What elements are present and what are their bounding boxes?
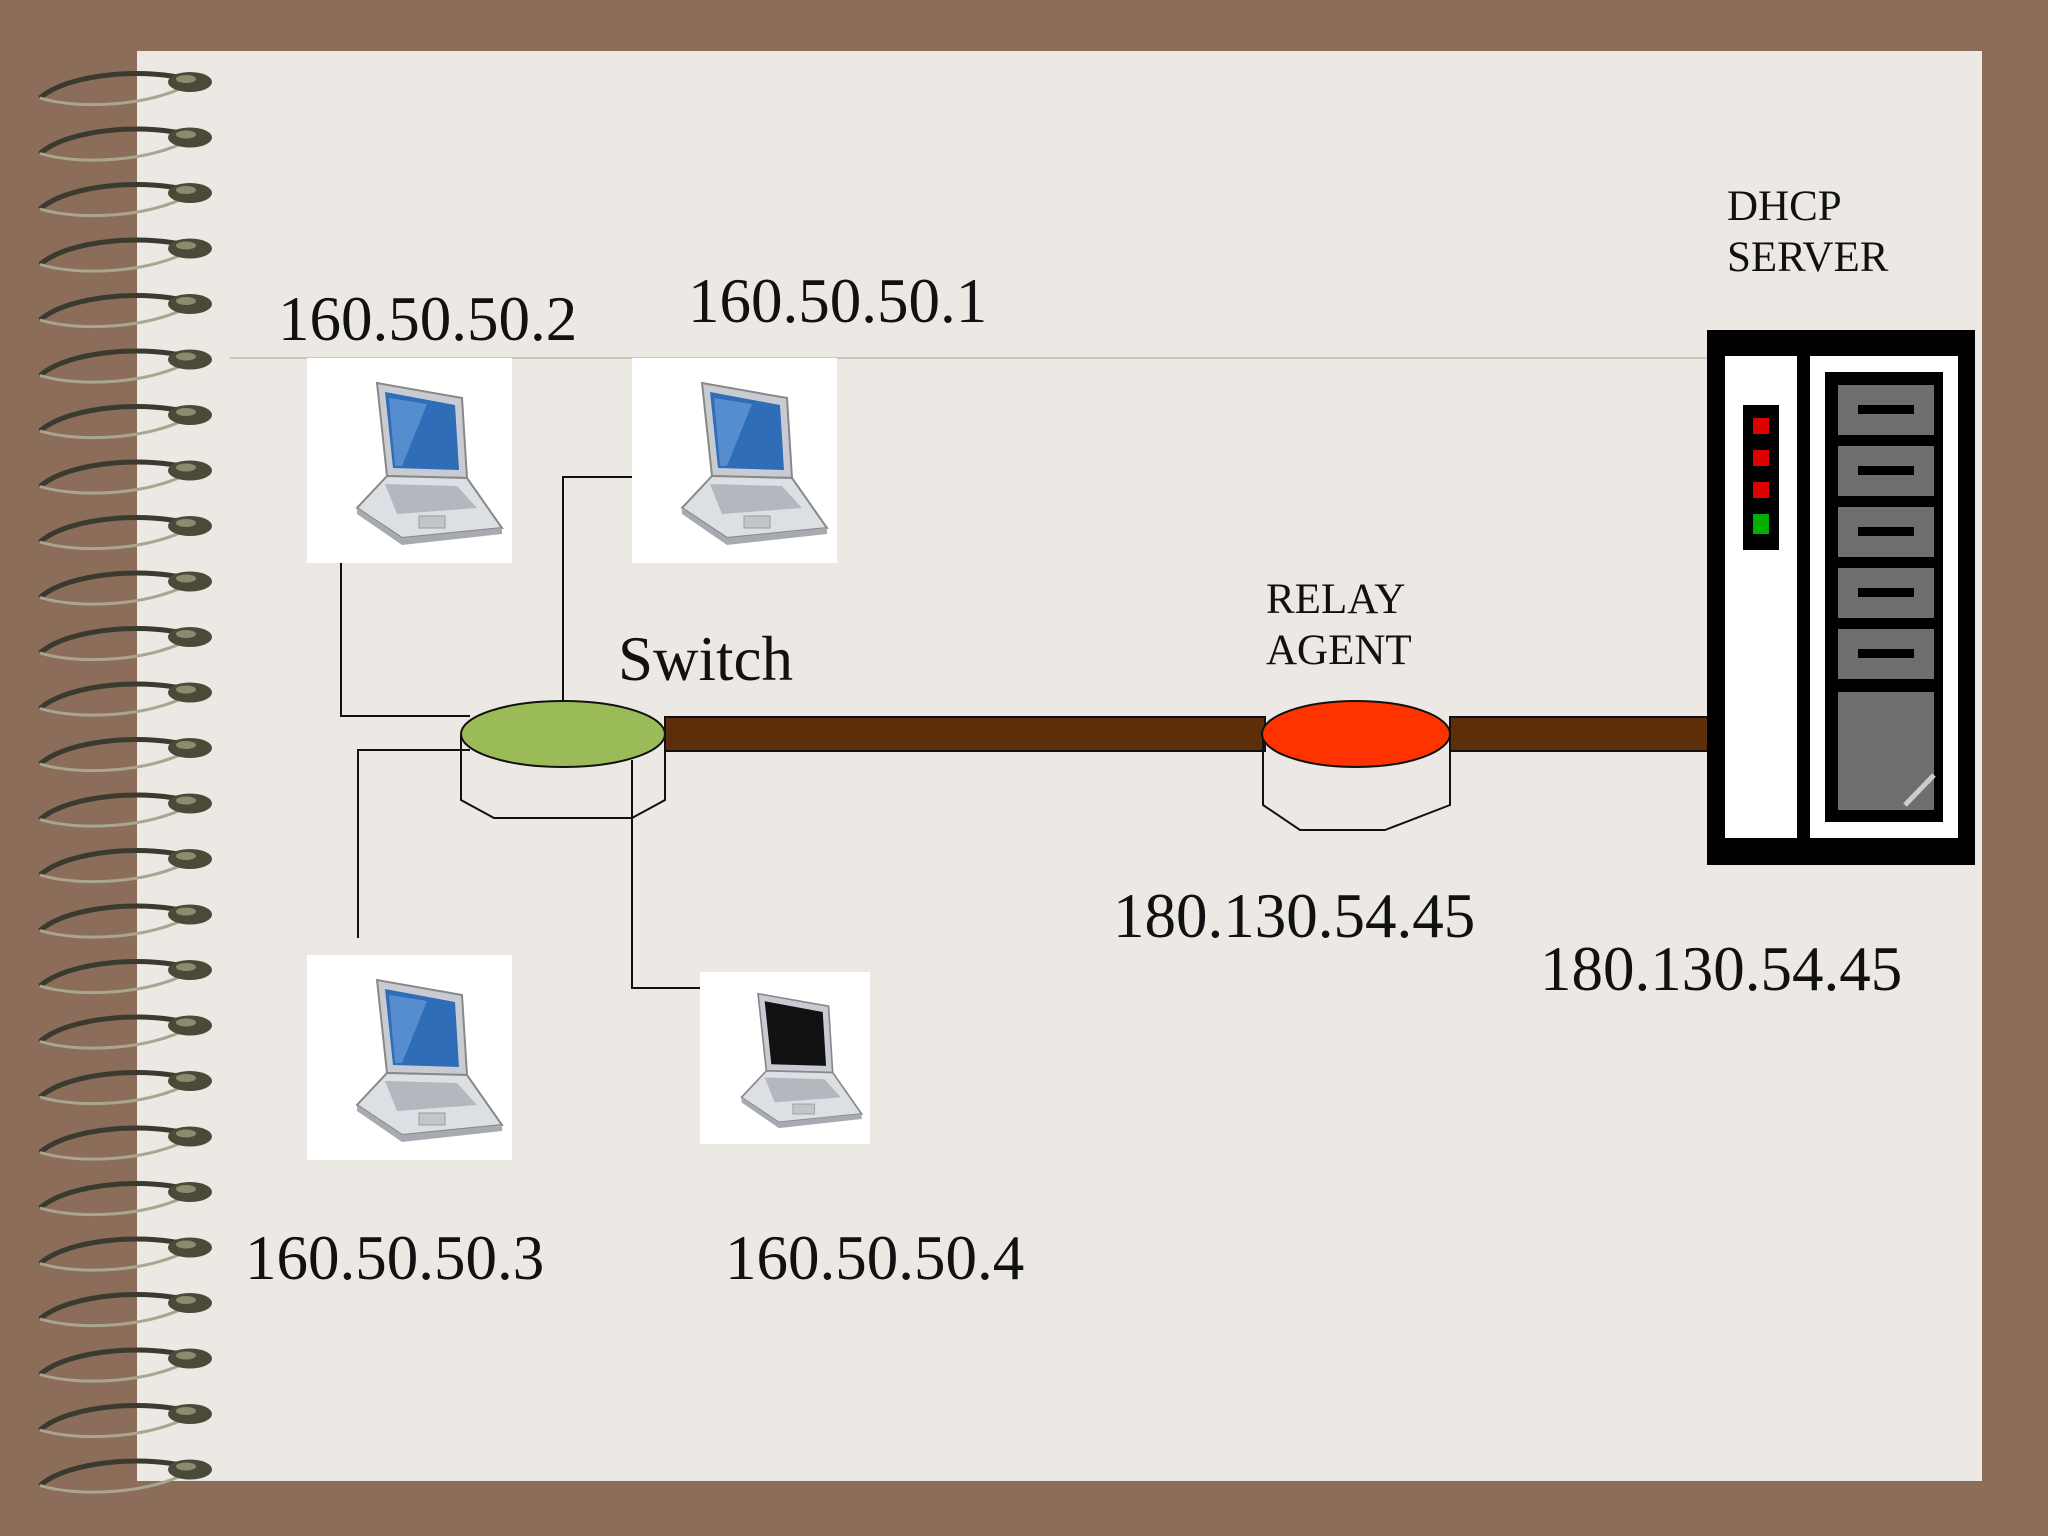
led-green-icon (1753, 514, 1769, 534)
ip-label-client-2: 160.50.50.1 (688, 266, 988, 336)
ip-label-client-3: 160.50.50.3 (245, 1223, 545, 1293)
switch-label: Switch (618, 624, 794, 694)
led-red-icon (1753, 418, 1769, 434)
relay-server-link (1449, 716, 1711, 752)
switch-icon (460, 700, 666, 819)
spiral-binding (38, 71, 212, 1494)
relay-agent-icon (1261, 700, 1451, 831)
client-laptop-4 (700, 972, 870, 1144)
client-laptop-3 (307, 955, 512, 1160)
led-red-icon (1753, 482, 1769, 498)
laptop-icon (355, 381, 504, 545)
relay-agent-ip-label: 180.130.54.45 (1113, 881, 1476, 951)
dhcp-server-ip-label: 180.130.54.45 (1540, 934, 1903, 1004)
link-client-1 (340, 547, 470, 717)
led-red-icon (1753, 450, 1769, 466)
client-laptop-1 (307, 358, 512, 563)
laptop-icon (355, 978, 504, 1142)
laptop-icon (680, 381, 829, 545)
notebook-page (137, 51, 1982, 1481)
switch-relay-link (664, 716, 1266, 752)
ip-label-client-1: 160.50.50.2 (278, 284, 578, 354)
client-laptop-2 (632, 358, 837, 563)
drive-bays (1838, 385, 1934, 679)
client-links (340, 476, 700, 989)
ip-label-client-4: 160.50.50.4 (725, 1223, 1025, 1293)
laptop-dark-screen-icon (740, 992, 864, 1129)
server-icon (1707, 330, 1975, 865)
link-client-3 (357, 749, 470, 938)
link-client-4 (631, 760, 700, 989)
link-client-2 (562, 476, 632, 716)
